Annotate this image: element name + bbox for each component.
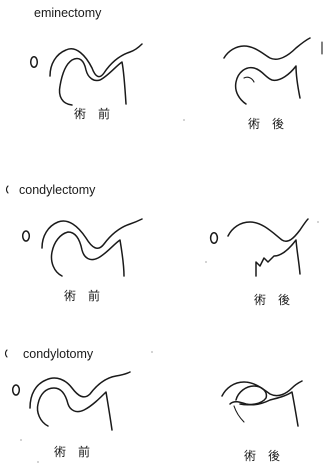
caption-after: 術 後 [248,117,284,131]
sketch-eminectomy-before: 術 前 [31,44,142,121]
caption-before: 術 前 [54,444,90,459]
sketch-condylotomy-after: 術 後 [222,381,302,463]
margin-mark [6,350,8,357]
sketch-condylotomy-before: 術 前 [13,372,130,459]
ramus-outline [230,392,298,426]
condyle-outline [37,388,112,430]
caption-before: 術 前 [74,106,110,121]
osteotomy-line [234,406,244,422]
panel-label-condylotomy: condylotomy [23,347,94,361]
panel-eminectomy: eminectomy 術 前 術 後 [31,6,322,131]
condyle-outline [236,66,300,104]
condyle-outline [51,232,124,276]
caption-after: 術 後 [254,293,290,307]
fossa-outline [30,372,130,408]
ear-canal-mark [211,233,218,243]
sketch-condylectomy-after: 術 後 [211,219,308,307]
caption-after: 術 後 [244,449,280,463]
ear-canal-mark [13,385,20,395]
fossa-outline [228,219,308,241]
condyle-inner-line [244,77,254,82]
resected-condyle-outline [256,240,300,276]
panel-label-eminectomy: eminectomy [34,6,102,20]
caption-before: 術 前 [64,288,100,303]
fossa-outline [42,219,142,248]
fossa-outline [224,38,310,59]
panel-label-condylectomy: condylectomy [19,183,96,197]
ear-canal-mark [31,57,38,67]
margin-mark [7,186,9,193]
sketch-eminectomy-after: 術 後 [224,38,322,131]
panel-condylectomy: condylectomy 術 前 術 後 [7,183,309,307]
ear-canal-mark [23,231,30,241]
panel-condylotomy: condylotomy 術 前 術 後 [6,347,303,463]
sketch-condylectomy-before: 術 前 [23,219,142,303]
condyle-outline [60,58,127,105]
